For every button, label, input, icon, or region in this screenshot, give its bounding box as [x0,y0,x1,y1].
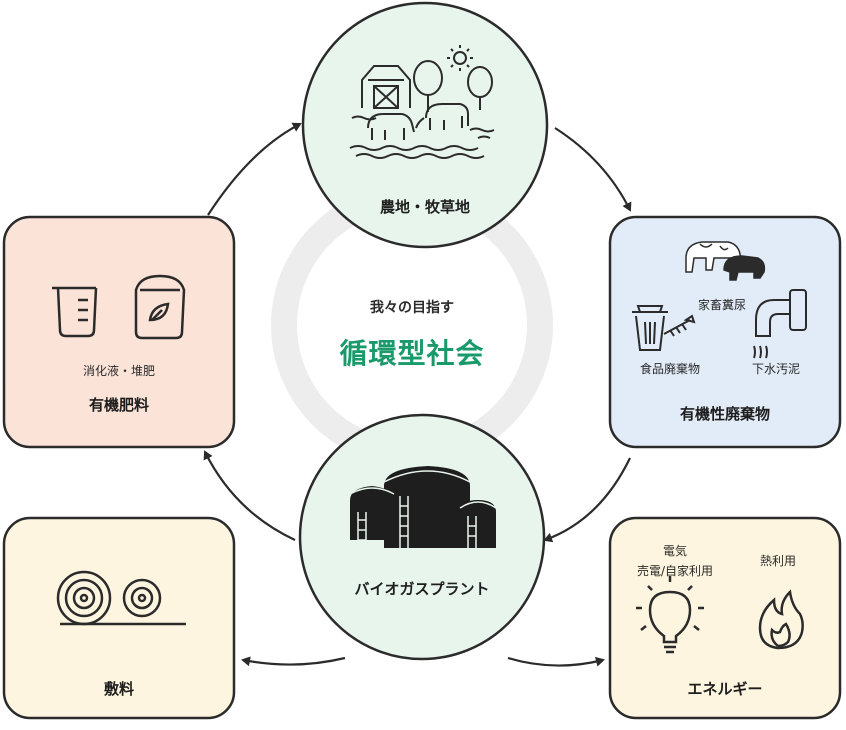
sewage-pipe-icon [753,289,807,359]
sewage-label: 下水汚泥 [751,362,801,376]
fertilizer-node [2,215,236,449]
manure-label: 家畜糞尿 [697,298,747,312]
compost-bag-icon [134,274,186,340]
electric-label-1: 電気 [662,544,688,558]
arrow-farm-to-waste [554,127,632,212]
energy-node [608,516,842,720]
food-waste-label: 食品廃棄物 [639,362,701,376]
measuring-cup-icon [52,286,98,338]
bedding-node [2,516,236,720]
arrow-biogas-to-bedding [241,656,346,667]
biogas-label: バイオガスプラント [354,580,490,598]
waste-label: 有機性廃棄物 [679,405,771,423]
food-waste-icon [632,305,696,351]
hay-roll-icon [56,570,186,626]
arrow-waste-to-biogas [543,457,631,543]
center-tagline: 我々の目指す [370,300,454,316]
farmland-node [301,1,549,249]
biogas-plant-icon [349,466,497,548]
electric-label-2: 売電/自家利用 [636,564,714,578]
flame-icon [758,589,804,650]
arrow-fertilizer-to-farm [207,122,302,216]
lightbulb-icon [636,576,704,654]
fertilizer-sublabel: 消化液・堆肥 [82,364,156,378]
arrow-biogas-to-energy [507,656,605,667]
center-headline: 循環型社会 [339,337,485,370]
heat-label: 熱利用 [759,554,797,568]
energy-label: エネルギー [687,680,763,698]
waste-node [608,215,842,449]
farmland-label: 農地・牧草地 [379,198,471,216]
farm-icon [349,45,495,159]
arrow-biogas-to-fertilizer [203,450,296,541]
fertilizer-label: 有機肥料 [88,396,150,414]
bedding-label: 敷料 [103,680,135,698]
livestock-icon [685,241,766,281]
